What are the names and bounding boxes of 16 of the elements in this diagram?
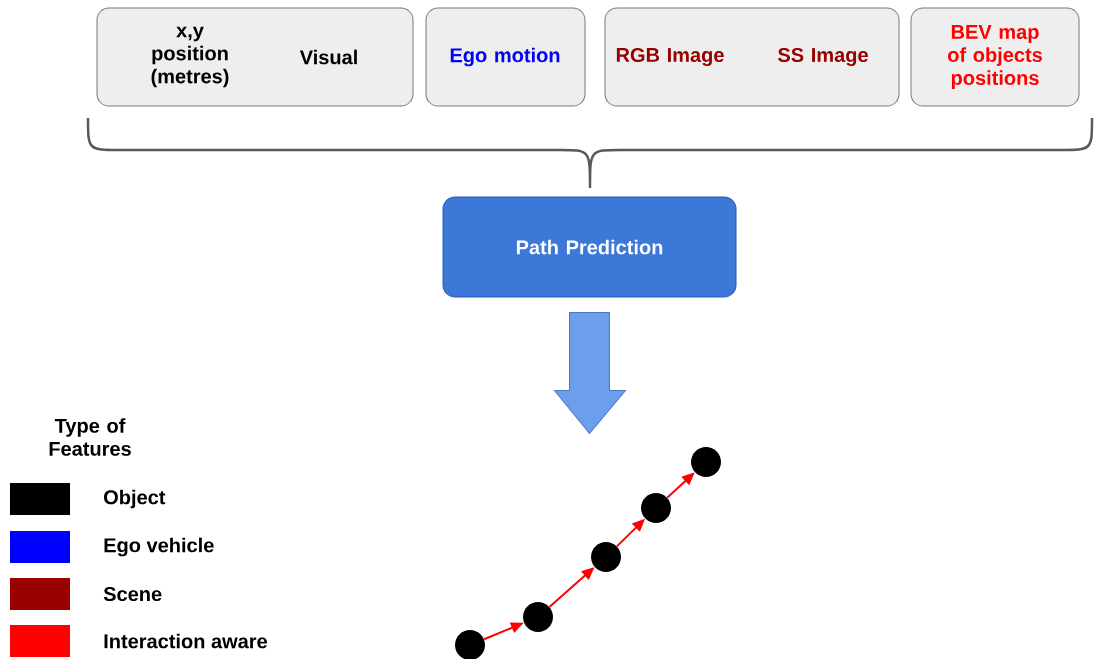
legend-label: Object (104, 489, 166, 509)
block-arrow (554, 312, 626, 434)
process-box: Path Prediction (442, 196, 737, 298)
legend-label: Interaction aware (104, 633, 267, 649)
legend-label: Scene (103, 586, 162, 602)
trajectory-point (641, 493, 671, 523)
trajectory-point (691, 447, 721, 477)
legend-title: Type of Features (49, 418, 131, 456)
feature-box: RGB Image SS Image (604, 7, 900, 107)
trajectory-point (455, 630, 485, 659)
legend-label: Ego vehicle (104, 537, 214, 557)
trajectory-point (591, 542, 621, 572)
feature-box: x,y position (metres) Visual (96, 7, 414, 107)
trajectory-point (523, 602, 553, 632)
feature-box: BEV map of objects positions (910, 7, 1080, 107)
feature-box: Ego motion (425, 7, 586, 107)
